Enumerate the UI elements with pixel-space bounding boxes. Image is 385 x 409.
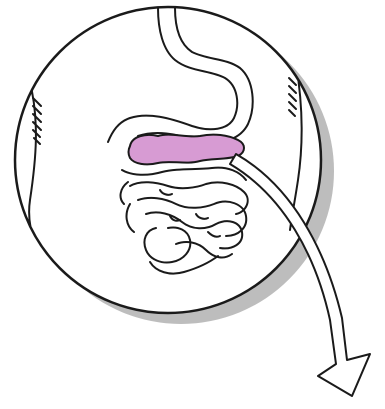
anatomy-illustration: #shadow-circle { fill: #bdbdbd; } — [0, 0, 385, 409]
